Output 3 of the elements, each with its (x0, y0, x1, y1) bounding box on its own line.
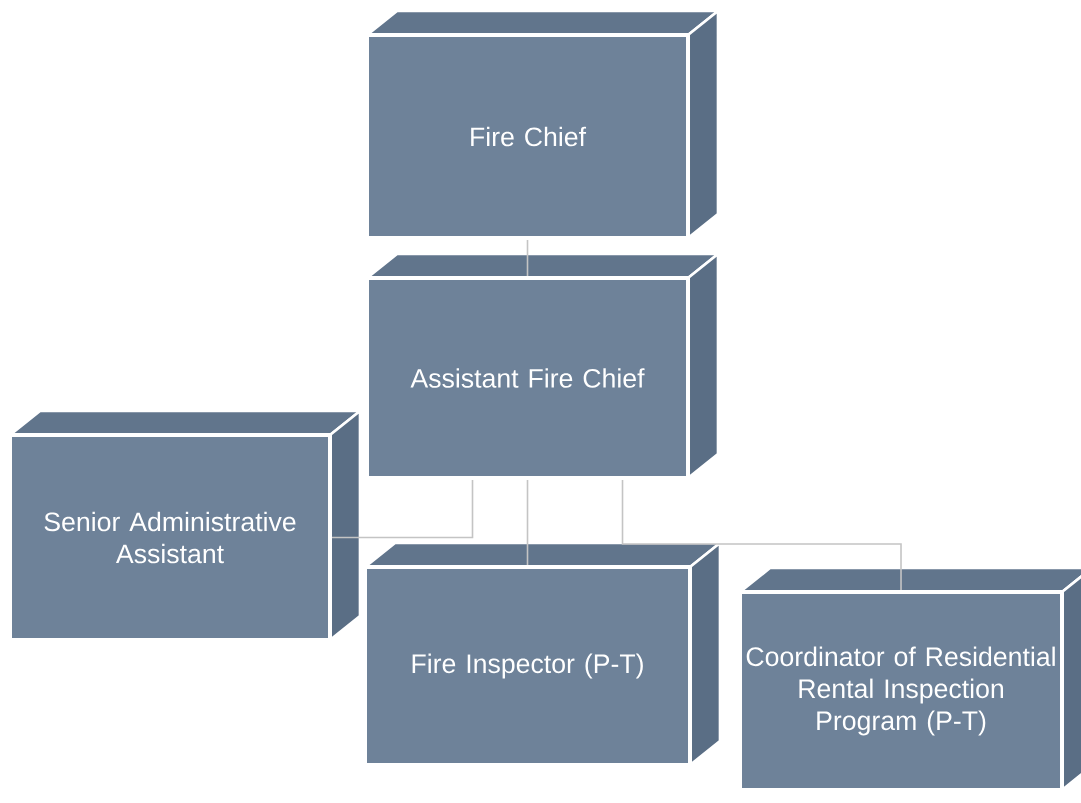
connector-line (526, 239, 529, 277)
connector-line (621, 479, 902, 591)
connector-line (526, 479, 529, 566)
